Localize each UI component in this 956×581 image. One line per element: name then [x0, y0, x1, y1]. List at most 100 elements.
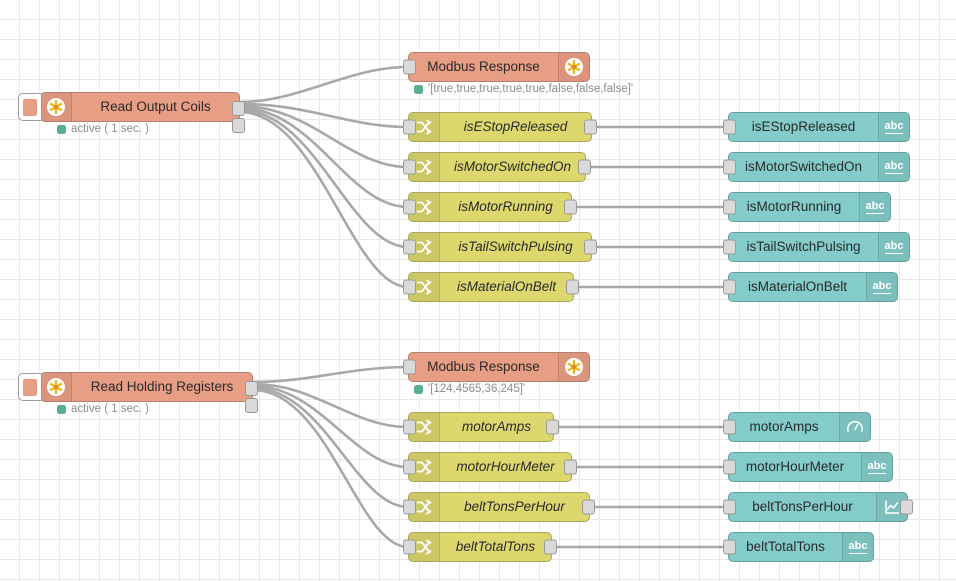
- input-port[interactable]: [403, 119, 416, 135]
- node-label: motorHourMeter: [456, 459, 555, 475]
- output-port[interactable]: [546, 419, 559, 435]
- node-label: motorHourMeter: [745, 459, 845, 475]
- node-ui-text-ismotorrunning[interactable]: isMotorRunning abc: [723, 192, 891, 222]
- node-label: Modbus Response: [427, 59, 540, 75]
- node-function-ismotorrunning[interactable]: isMotorRunning: [403, 192, 577, 222]
- node-function-belttonsperhour[interactable]: beltTonsPerHour: [403, 492, 595, 522]
- node-modbus-response-registers[interactable]: Modbus Response: [403, 352, 590, 382]
- abc-text-icon: abc: [866, 273, 897, 301]
- output-port-1[interactable]: [232, 101, 245, 116]
- input-port[interactable]: [403, 459, 416, 475]
- node-ui-text-belttotaltons[interactable]: beltTotalTons abc: [723, 532, 874, 562]
- node-ui-text-motorhourmeter[interactable]: motorHourMeter abc: [723, 452, 893, 482]
- status-modbus-response-registers: '[124,4565,36,245]': [414, 383, 526, 396]
- status-read-output-coils: active ( 1 sec. ): [57, 123, 149, 136]
- status-read-holding-registers: active ( 1 sec. ): [57, 403, 149, 416]
- node-label: isEStopReleased: [463, 119, 568, 135]
- gauge-icon: [839, 413, 870, 441]
- node-ui-text-ismaterialonbelt[interactable]: isMaterialOnBelt abc: [723, 272, 898, 302]
- node-function-belttotaltons[interactable]: beltTotalTons: [403, 532, 557, 562]
- node-function-isestopreleased[interactable]: isEStopReleased: [403, 112, 597, 142]
- node-function-motorhourmeter[interactable]: motorHourMeter: [403, 452, 577, 482]
- output-port[interactable]: [564, 199, 577, 215]
- abc-text-icon: abc: [878, 233, 909, 261]
- input-port[interactable]: [723, 539, 736, 555]
- input-port[interactable]: [403, 239, 416, 255]
- node-label: isMaterialOnBelt: [456, 279, 557, 295]
- node-label: isTailSwitchPulsing: [458, 239, 573, 255]
- output-port[interactable]: [578, 159, 591, 175]
- input-port[interactable]: [723, 159, 736, 175]
- output-port-2[interactable]: [232, 118, 245, 133]
- node-label: isMotorRunning: [746, 199, 842, 215]
- node-label: isMotorSwitchedOn: [744, 159, 863, 175]
- input-port[interactable]: [723, 499, 736, 515]
- node-read-holding-registers[interactable]: Read Holding Registers: [18, 372, 258, 413]
- node-ui-text-isestopreleased[interactable]: isEStopReleased abc: [723, 112, 910, 142]
- input-port[interactable]: [723, 119, 736, 135]
- output-port[interactable]: [566, 279, 579, 295]
- status-modbus-response-coils: '[true,true,true,true,true,false,false,f…: [414, 83, 634, 96]
- node-ui-text-ismotorswitchedon[interactable]: isMotorSwitchedOn abc: [723, 152, 910, 182]
- output-port-1[interactable]: [245, 381, 258, 396]
- status-text: '[true,true,true,true,true,false,false,f…: [428, 83, 634, 95]
- output-port-2[interactable]: [245, 398, 258, 413]
- input-port[interactable]: [403, 359, 416, 375]
- input-port[interactable]: [723, 459, 736, 475]
- modbus-icon: [558, 353, 589, 381]
- node-modbus-response-coils[interactable]: Modbus Response: [403, 52, 590, 82]
- input-port[interactable]: [403, 419, 416, 435]
- node-label: motorAmps: [749, 419, 819, 435]
- input-port[interactable]: [403, 199, 416, 215]
- status-text: active ( 1 sec. ): [71, 123, 149, 135]
- node-label: isMotorRunning: [458, 199, 553, 215]
- output-port[interactable]: [544, 539, 557, 555]
- input-port[interactable]: [403, 279, 416, 295]
- input-port[interactable]: [403, 499, 416, 515]
- node-label: isMotorSwitchedOn: [453, 159, 572, 175]
- output-port[interactable]: [900, 499, 913, 515]
- status-dot: [57, 125, 66, 135]
- inject-swatch: [23, 98, 37, 116]
- inject-button-read-output-coils[interactable]: [18, 93, 42, 121]
- input-port[interactable]: [723, 239, 736, 255]
- inject-swatch: [23, 378, 37, 396]
- output-port[interactable]: [582, 499, 595, 515]
- change-icon: [409, 113, 440, 141]
- status-text: '[124,4565,36,245]': [428, 383, 526, 395]
- input-port[interactable]: [723, 199, 736, 215]
- modbus-icon: [41, 373, 72, 401]
- abc-text-icon: abc: [878, 153, 909, 181]
- node-function-ismotorswitchedon[interactable]: isMotorSwitchedOn: [403, 152, 591, 182]
- input-port[interactable]: [403, 159, 416, 175]
- output-port[interactable]: [564, 459, 577, 475]
- input-port[interactable]: [403, 539, 416, 555]
- change-icon: [409, 413, 440, 441]
- node-label: isTailSwitchPulsing: [746, 239, 861, 255]
- node-label: beltTonsPerHour: [752, 499, 853, 515]
- output-port[interactable]: [584, 239, 597, 255]
- node-read-output-coils[interactable]: Read Output Coils: [18, 92, 245, 133]
- abc-text-icon: abc: [842, 533, 873, 561]
- status-text: active ( 1 sec. ): [71, 403, 149, 415]
- inject-button-read-holding-registers[interactable]: [18, 373, 42, 401]
- output-port[interactable]: [584, 119, 597, 135]
- node-ui-chart-belttonsperhour[interactable]: beltTonsPerHour: [723, 492, 913, 522]
- input-port[interactable]: [723, 419, 736, 435]
- node-label: motorAmps: [461, 419, 532, 435]
- node-label: beltTotalTons: [746, 539, 825, 555]
- input-port[interactable]: [403, 59, 416, 75]
- input-port[interactable]: [723, 279, 736, 295]
- node-function-motoramps[interactable]: motorAmps: [403, 412, 559, 442]
- node-label: Read Output Coils: [100, 99, 211, 115]
- node-ui-text-istailswitchpulsing[interactable]: isTailSwitchPulsing abc: [723, 232, 910, 262]
- node-function-ismaterialonbelt[interactable]: isMaterialOnBelt: [403, 272, 579, 302]
- node-function-istailswitchpulsing[interactable]: isTailSwitchPulsing: [403, 232, 597, 262]
- node-ui-gauge-motoramps[interactable]: motorAmps: [723, 412, 871, 442]
- node-label: beltTotalTons: [455, 539, 536, 555]
- abc-text-icon: abc: [861, 453, 892, 481]
- node-label: isMaterialOnBelt: [747, 279, 848, 295]
- abc-text-icon: abc: [878, 113, 909, 141]
- status-dot: [414, 85, 423, 95]
